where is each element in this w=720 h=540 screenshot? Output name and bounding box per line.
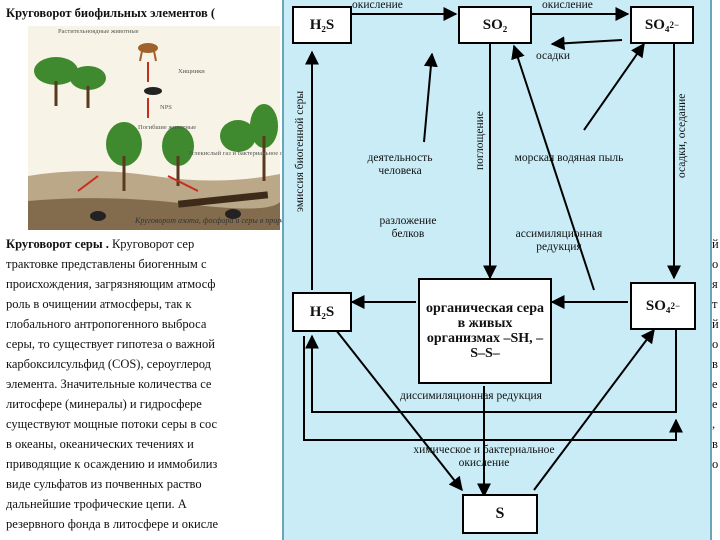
body-text-segment: элемента. Значительные количества се [6, 377, 212, 391]
label-precipitation: осадки [536, 50, 570, 62]
body-text-line: в океаны, океанических течениях и [6, 434, 282, 454]
body-text-edge-char: в [712, 437, 718, 451]
box-so2: SO₂ [458, 6, 532, 44]
body-text-segment: существуют мощные потоки серы в сос [6, 417, 218, 431]
body-text-edge-char: й [712, 237, 719, 251]
arrow-h2s-s [335, 329, 463, 492]
body-text-line: серы, то существует гипотеза о важной [6, 334, 282, 354]
diagram-arrows [303, 7, 683, 498]
body-text-line: существуют мощные потоки серы в сос [6, 414, 282, 434]
body-text-edge-char: й [712, 317, 719, 331]
body-text: Круговорот серы . Круговорот сер трактовк… [6, 234, 282, 534]
body-text-segment: происхождения, загрязняющим атмосф [6, 277, 216, 291]
label-sea-spray: морская водяная пыль [514, 152, 624, 164]
body-text-segment: резервного фонда в литосфере и окисле [6, 517, 219, 531]
body-text-segment: виде сульфатов из почвенных раство [6, 477, 202, 491]
body-text-segment: роль в очищении атмосферы, так к [6, 297, 192, 311]
label-oxidation-1: окисление [352, 0, 403, 11]
label-human-activity: деятельность человека [367, 152, 433, 177]
arrow-human-activity [423, 52, 438, 143]
arrow-s-so4 [533, 328, 655, 491]
box-h2s-ground: H₂S [292, 292, 352, 332]
label-absorption: поглощение [474, 111, 486, 170]
body-text-line: трактовке представлены биогенным с [6, 254, 282, 274]
label-protein-decomposition: разложение белков [379, 215, 437, 240]
body-text-edge-char: е [712, 377, 718, 391]
label-biogenic-emission: эмиссия биогенной серы [294, 90, 306, 212]
body-text-line: роль в очищении атмосферы, так к [6, 294, 282, 314]
illustration-label: Растительноядные животные [58, 28, 139, 35]
illustration-label: Погибшие животные [138, 124, 197, 131]
body-text-lead: Круговорот серы . [6, 237, 109, 251]
body-text-edge-char: е [712, 397, 718, 411]
arrow-so4-so2 [511, 44, 595, 291]
label-assimilation: ассимиляционная редукция [515, 228, 603, 253]
body-text-line: резервного фонда в литосфере и окисле [6, 514, 282, 534]
body-text-segment: литосфере (минералы) и гидросфере [6, 397, 202, 411]
body-text-line: происхождения, загрязняющим атмосф [6, 274, 282, 294]
body-text-edge-char: о [712, 457, 719, 471]
body-text-edge-char: т [712, 297, 718, 311]
body-text-segment: Круговорот сер [108, 237, 195, 251]
body-text-line: Круговорот серы . Круговорот сер [6, 234, 282, 254]
illustration-label: NPS [160, 104, 172, 111]
label-dissimilation: диссимиляционная редукция [400, 390, 542, 402]
box-sulfur: S [462, 494, 538, 534]
body-text-segment: глобального антропогенного выброса [6, 317, 207, 331]
arrow-precipitation [550, 36, 623, 51]
slide-title: Круговорот биофильных элементов ( [6, 6, 216, 20]
label-oxidation-2: окисление [542, 0, 593, 11]
body-text-edge-char: в [712, 357, 718, 371]
label-sedimentation: осадки, оседание [676, 93, 688, 178]
body-text-segment: карбоксилсульфид (COS), сероуглерод [6, 357, 212, 371]
body-text-line: приводящие к осаждению и иммобилиз [6, 454, 282, 474]
cycle-illustration-drawing [28, 43, 280, 230]
arrow-dissimilation [305, 330, 677, 413]
label-chemical-bacterial-oxidation: химическое и бактериальное окисление [413, 444, 555, 469]
illustration-label: Хищники [178, 68, 205, 75]
body-text-line: литосфере (минералы) и гидросфере [6, 394, 282, 414]
cycle-illustration: Растительноядные животные Хищники NPS По… [28, 26, 309, 230]
body-text-segment: дальнейшие трофические цепи. А [6, 497, 187, 511]
body-text-line: карбоксилсульфид (COS), сероуглерод [6, 354, 282, 374]
illustration-label: Углекислый газ и бактериальное окисление [188, 150, 309, 157]
illustration-caption: Круговорот азота, фосфора и серы в приро… [135, 216, 293, 225]
body-text-segment: в океаны, океанических течениях и [6, 437, 194, 451]
body-text-edge-char: о [712, 257, 719, 271]
body-text-line: глобального антропогенного выброса [6, 314, 282, 334]
box-organic-sulfur: органическая сера в живых организмах –SH… [418, 278, 552, 384]
body-text-edge-char: о [712, 337, 719, 351]
body-text-edge-char: , [712, 417, 716, 431]
body-text-segment: приводящие к осаждению и иммобилиз [6, 457, 218, 471]
body-text-line: элемента. Значительные количества се [6, 374, 282, 394]
arrow-sea-spray [583, 42, 645, 131]
arrow-chemical-oxidation [303, 336, 683, 441]
box-h2s-atmosphere: H₂S [292, 6, 352, 44]
body-text-segment: трактовке представлены биогенным с [6, 257, 207, 271]
body-text-line: дальнейшие трофические цепи. А [6, 494, 282, 514]
body-text-segment: серы, то существует гипотеза о важной [6, 337, 215, 351]
body-text-line: виде сульфатов из почвенных раство [6, 474, 282, 494]
body-text-edge-char: я [712, 277, 718, 291]
